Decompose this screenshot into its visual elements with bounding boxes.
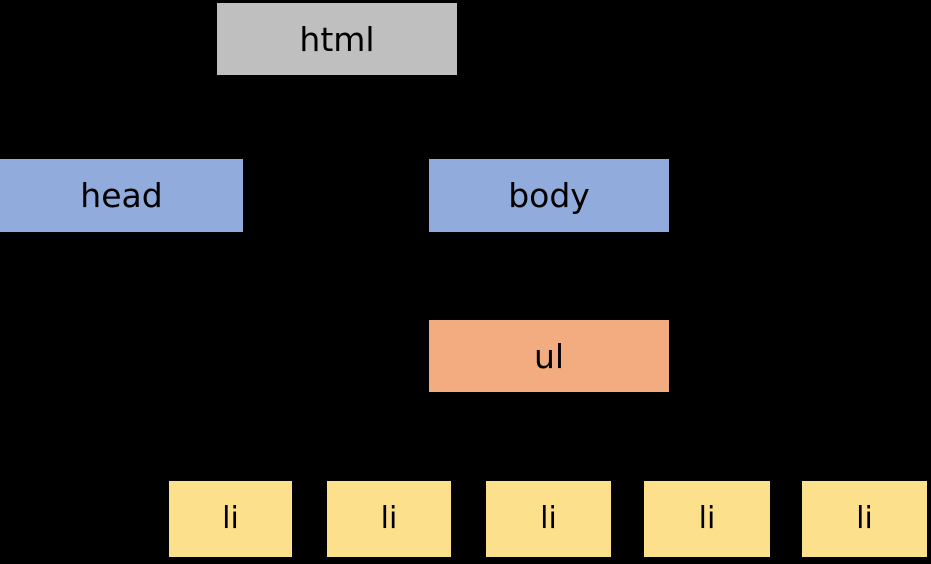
node-li-4[interactable]: li xyxy=(644,481,770,557)
edge-ul-li5 xyxy=(864,436,866,481)
edge-html-head-horizontal xyxy=(121,117,338,119)
node-li-1-label: li xyxy=(222,501,239,536)
edge-body-ul xyxy=(547,232,549,320)
node-head-label: head xyxy=(80,176,163,215)
node-head[interactable]: head xyxy=(0,159,243,232)
node-li-4-label: li xyxy=(698,501,716,536)
node-html[interactable]: html xyxy=(217,3,457,75)
node-li-3-label: li xyxy=(540,501,557,536)
node-li-1[interactable]: li xyxy=(169,481,292,557)
edge-html-head xyxy=(336,75,338,117)
node-body[interactable]: body xyxy=(429,159,669,232)
edge-body-drop xyxy=(547,117,549,159)
node-li-2[interactable]: li xyxy=(327,481,451,557)
edge-ul-li2 xyxy=(388,436,390,481)
node-li-2-label: li xyxy=(380,501,398,536)
node-li-5-label: li xyxy=(856,501,873,536)
edge-html-body-horizontal xyxy=(336,117,549,119)
edge-ul-li1 xyxy=(230,436,232,481)
node-ul[interactable]: ul xyxy=(429,320,669,392)
node-ul-label: ul xyxy=(533,336,565,376)
node-li-3[interactable]: li xyxy=(486,481,611,557)
edge-ul-drop xyxy=(547,392,549,436)
edge-head-drop xyxy=(121,117,123,159)
node-li-5[interactable]: li xyxy=(802,481,927,557)
node-body-label: body xyxy=(508,176,590,215)
edge-ul-li4 xyxy=(706,436,708,481)
node-html-label: html xyxy=(299,19,375,59)
edge-ul-li3 xyxy=(547,436,549,481)
